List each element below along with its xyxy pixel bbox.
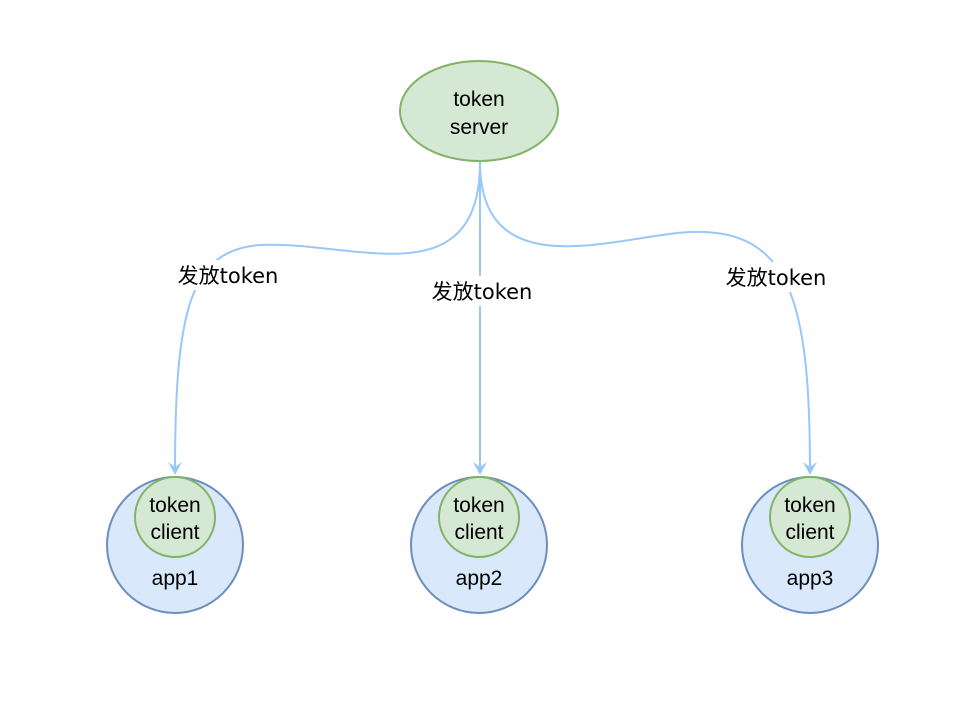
app2-token-client-line2: client (454, 521, 503, 544)
app1-token-client-line2: client (150, 521, 199, 544)
app-node-1: token client app1 (106, 476, 244, 614)
app-node-3: token client app3 (741, 476, 879, 614)
arrowhead-app1 (168, 462, 182, 475)
edge-server-app3 (479, 161, 811, 473)
edge-label-app2: 发放token (432, 280, 533, 304)
token-server-label-line1: token (453, 88, 504, 111)
arrowhead-app3 (803, 462, 817, 475)
app1-token-client-line1: token (149, 494, 200, 517)
token-server-label-line2: server (450, 116, 508, 139)
token-server-node: token server (399, 60, 559, 162)
token-server-ellipse (399, 60, 559, 162)
edge-labels: 发放token 发放token 发放token (172, 260, 832, 306)
edge-label-app1: 发放token (178, 264, 279, 288)
app1-token-client-circle (134, 476, 216, 558)
edges (168, 161, 817, 475)
app3-label: app3 (787, 567, 834, 590)
app3-token-client-line2: client (785, 521, 834, 544)
app1-label: app1 (152, 567, 199, 590)
edge-label-app3: 发放token (726, 266, 827, 290)
app2-token-client-line1: token (453, 494, 504, 517)
edge-server-app1 (174, 161, 481, 473)
arrowhead-app2 (473, 462, 487, 475)
app2-label: app2 (456, 567, 503, 590)
app3-token-client-circle (769, 476, 851, 558)
app2-token-client-circle (438, 476, 520, 558)
app3-token-client-line1: token (784, 494, 835, 517)
app-node-2: token client app2 (410, 476, 548, 614)
